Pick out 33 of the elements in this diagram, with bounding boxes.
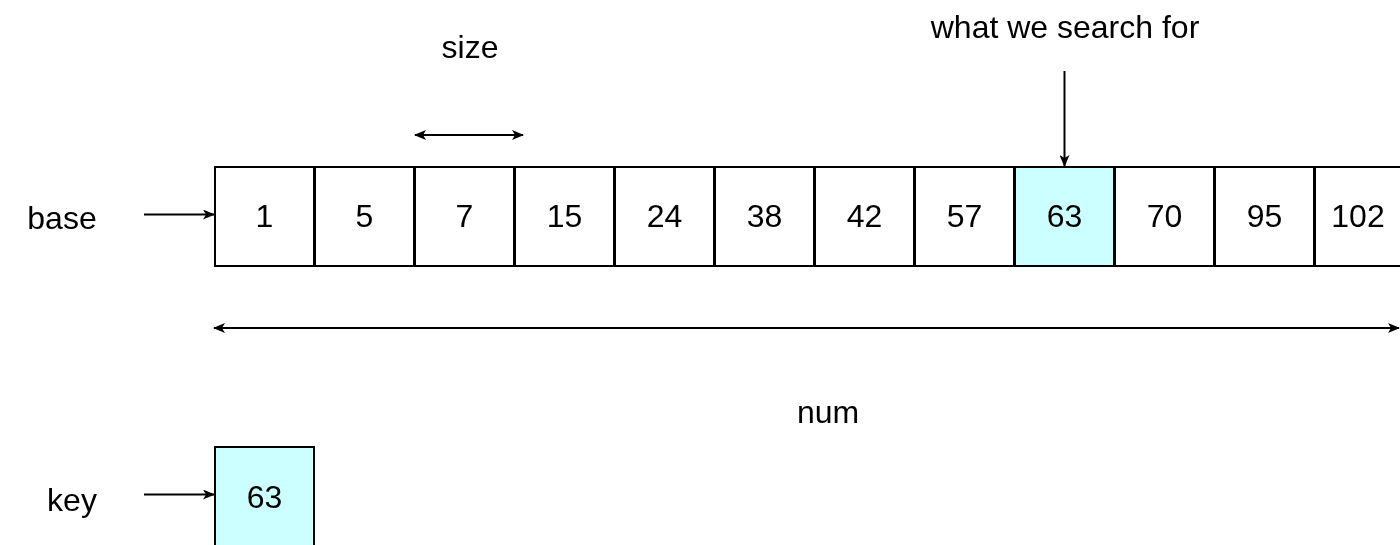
cell-value: 42 — [846, 198, 883, 235]
dimension-label: num — [796, 393, 860, 431]
array-cell — [214, 166, 315, 267]
cell-value: 63 — [1046, 198, 1083, 235]
cell-value: 5 — [355, 198, 374, 235]
arrow — [1059, 70, 1070, 167]
array-cell — [514, 166, 615, 267]
arrow — [143, 209, 215, 220]
cell-value: 1 — [255, 198, 274, 235]
cell-value: 57 — [946, 198, 983, 235]
array-cell — [1214, 166, 1315, 267]
cell-value: 70 — [1146, 198, 1183, 235]
cell-value: 38 — [746, 198, 783, 235]
arrow — [143, 489, 215, 500]
array-cell — [1014, 166, 1115, 267]
array-cell — [214, 446, 315, 545]
pointer-label: key — [47, 481, 97, 519]
array-cell — [414, 166, 515, 267]
cell-value: 7 — [455, 198, 474, 235]
array-cell — [1114, 166, 1215, 267]
cell-value: 63 — [246, 479, 283, 516]
array-cell — [1314, 166, 1400, 267]
dimension-label: size — [441, 28, 499, 66]
pointer-label: what we search for — [930, 8, 1200, 46]
cell-value: 15 — [546, 198, 583, 235]
array-cell — [614, 166, 715, 267]
array-cell — [714, 166, 815, 267]
cell-value: 102 — [1331, 198, 1385, 235]
array-cell — [814, 166, 915, 267]
cell-value: 24 — [646, 198, 683, 235]
cell-value: 95 — [1246, 198, 1283, 235]
pointer-label: base — [27, 199, 97, 237]
array-cell — [314, 166, 415, 267]
